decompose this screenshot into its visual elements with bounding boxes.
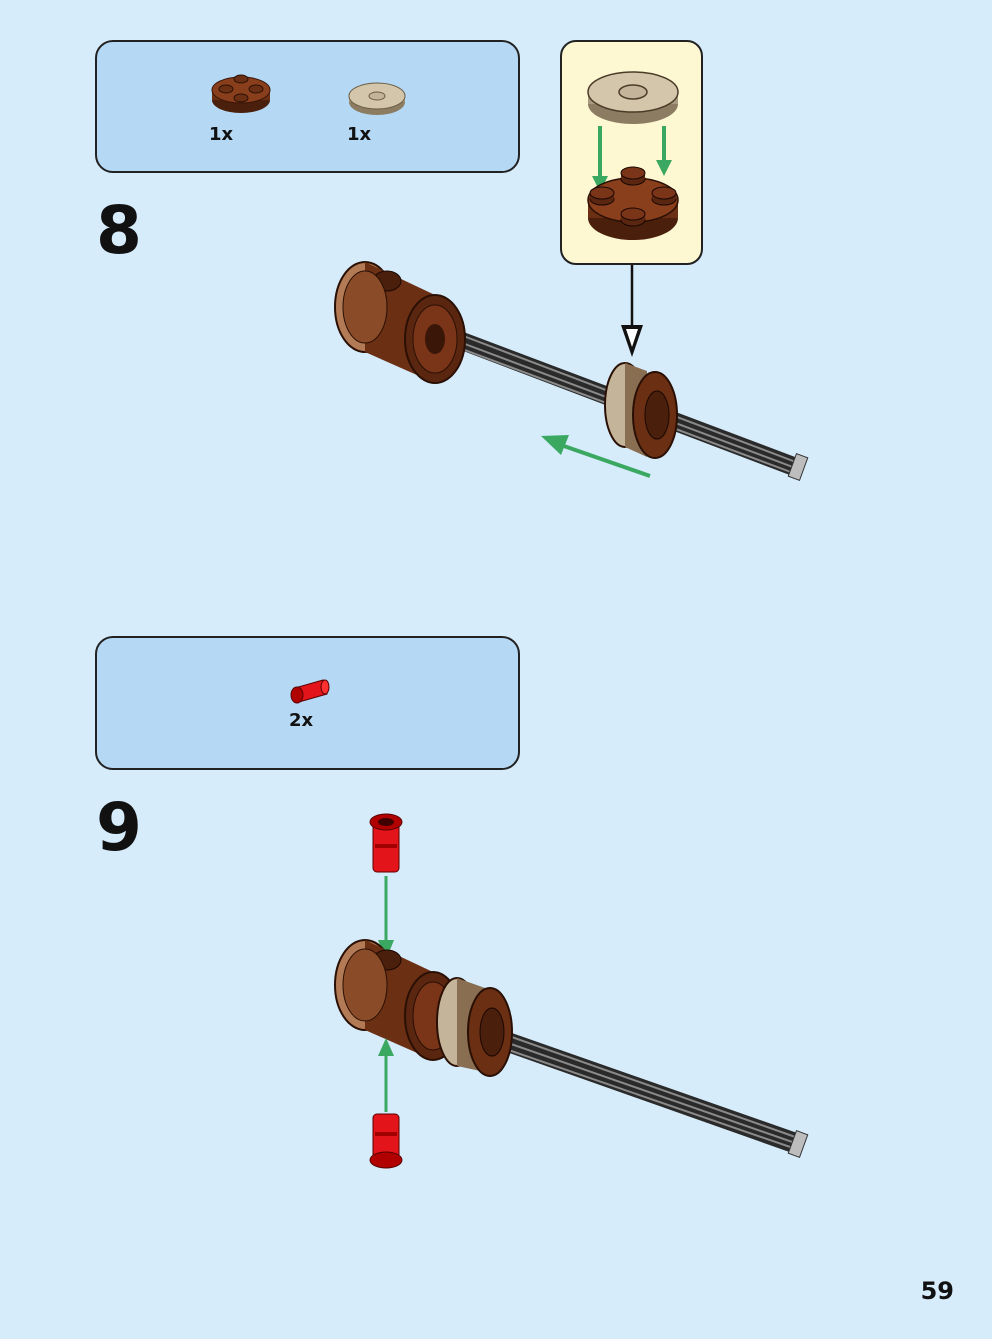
parts-list-step-8: 1x 1x (95, 40, 520, 173)
sub-assembly-illustration (587, 71, 679, 240)
step-number-8: 8 (96, 192, 142, 269)
sub-assembly-callout (560, 40, 703, 265)
part-count-red-pin: 2x (289, 710, 314, 731)
callout-arrow (621, 265, 643, 357)
step-9-model (334, 813, 809, 1169)
red-pin-icon (290, 679, 330, 704)
parts-list-step-9: 2x (95, 636, 520, 770)
part-count-tan-tile: 1x (347, 124, 372, 145)
part-count-brown-plate: 1x (209, 124, 234, 145)
page-number: 59 (920, 1277, 954, 1305)
brown-round-plate-icon (211, 74, 271, 113)
step-number-9: 9 (96, 789, 142, 866)
step-8-model (334, 261, 809, 481)
tan-round-tile-icon (348, 82, 406, 115)
